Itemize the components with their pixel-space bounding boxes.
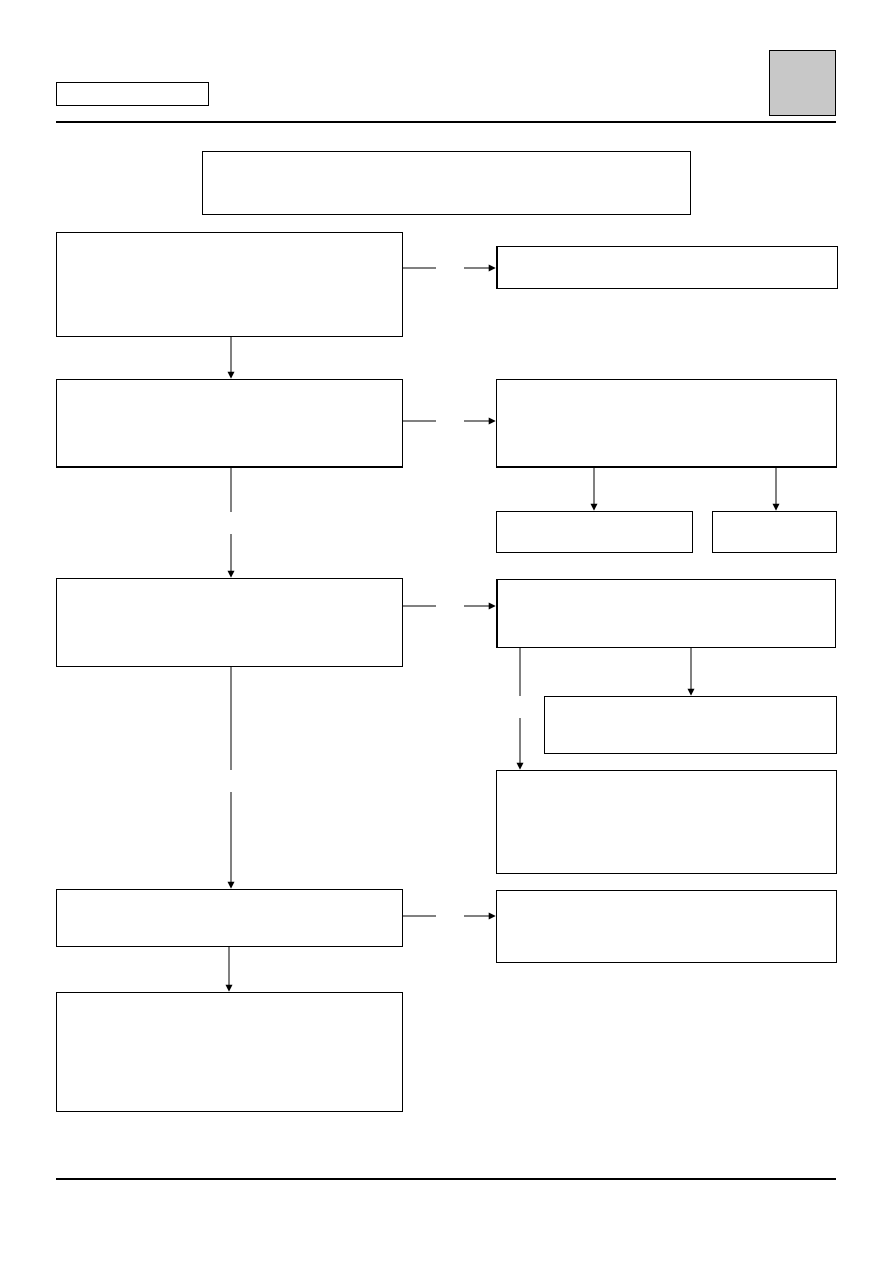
result-box-4 [496,890,837,963]
footer-rule [56,1178,836,1180]
step-box-5 [56,992,403,1112]
result-box-3a [544,696,837,754]
step-box-3 [56,578,403,667]
step-box-1 [56,232,403,337]
step-box-4 [56,889,403,947]
result-box-1 [496,246,838,289]
result-box-2 [496,379,837,468]
result-box-3b [496,770,837,874]
result-box-2b [712,511,837,553]
section-tab [769,50,836,116]
header-label-box [56,82,209,106]
result-box-2a [496,511,693,553]
flowchart-title-box [202,151,691,215]
result-box-3 [496,579,836,648]
header-rule [56,121,836,123]
step-box-2 [56,379,403,468]
